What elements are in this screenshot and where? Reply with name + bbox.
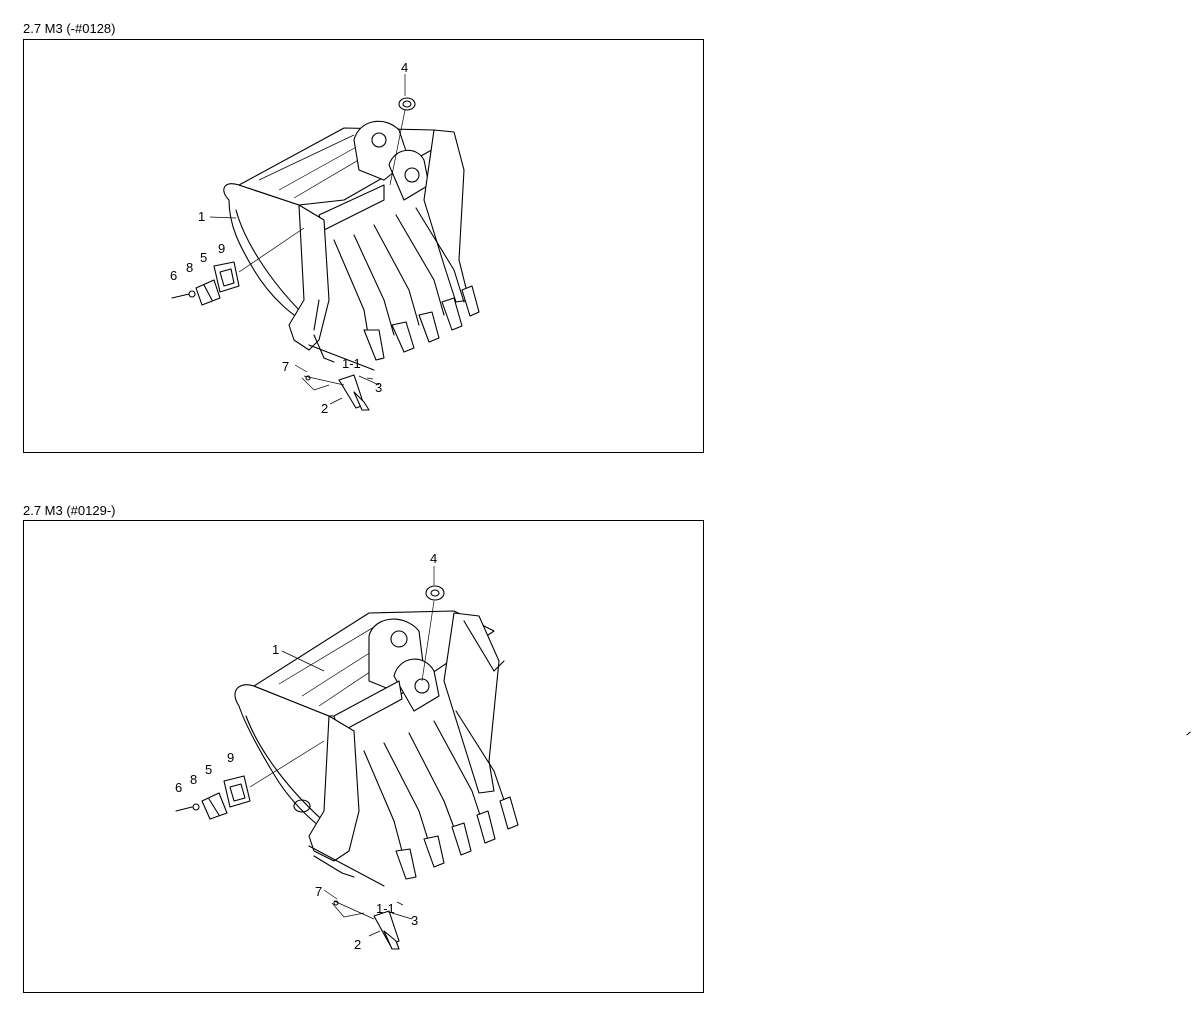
panel-2-frame: 4 1 9 5 8 6 7 1-1 3 2 (23, 520, 704, 993)
callout-6: 6 (170, 268, 177, 283)
callout-1-1: 1-1 (376, 901, 395, 916)
callout-5: 5 (200, 250, 207, 265)
bucket-assembly (234, 610, 519, 887)
exploded-tooth-parts (331, 900, 413, 950)
callout-7: 7 (315, 884, 322, 899)
callout-1: 1 (198, 209, 205, 224)
callout-5: 5 (205, 762, 212, 777)
callout-3: 3 (375, 380, 382, 395)
callout-1-1: 1-1 (342, 356, 361, 371)
stray-mark (1186, 731, 1191, 736)
callout-4: 4 (430, 551, 437, 566)
bucket-assembly (223, 120, 480, 371)
part-4-bushing (421, 566, 445, 682)
callout-2: 2 (321, 401, 328, 416)
panel-1-title: 2.7 M3 (-#0128) (23, 21, 116, 36)
callout-2: 2 (354, 937, 361, 952)
exploded-tooth-parts (301, 374, 380, 411)
callout-6: 6 (175, 780, 182, 795)
callout-8: 8 (186, 260, 193, 275)
callout-9: 9 (218, 241, 225, 256)
panel-1-drawing: 4 1 9 5 8 6 7 1-1 3 2 (170, 60, 480, 416)
side-cutter-parts (171, 227, 305, 306)
callout-8: 8 (190, 772, 197, 787)
panel-1-frame: 4 1 9 5 8 6 7 1-1 3 2 (23, 39, 704, 453)
callout-9: 9 (227, 750, 234, 765)
callout-7: 7 (282, 359, 289, 374)
callout-4: 4 (401, 60, 408, 75)
panel-2-drawing: 4 1 9 5 8 6 7 1-1 3 2 (175, 551, 519, 952)
callout-3: 3 (411, 913, 418, 928)
callout-1: 1 (272, 642, 279, 657)
side-cutter-parts (175, 740, 325, 820)
panel-2-title: 2.7 M3 (#0129-) (23, 503, 116, 518)
part-4-bushing (389, 74, 416, 186)
